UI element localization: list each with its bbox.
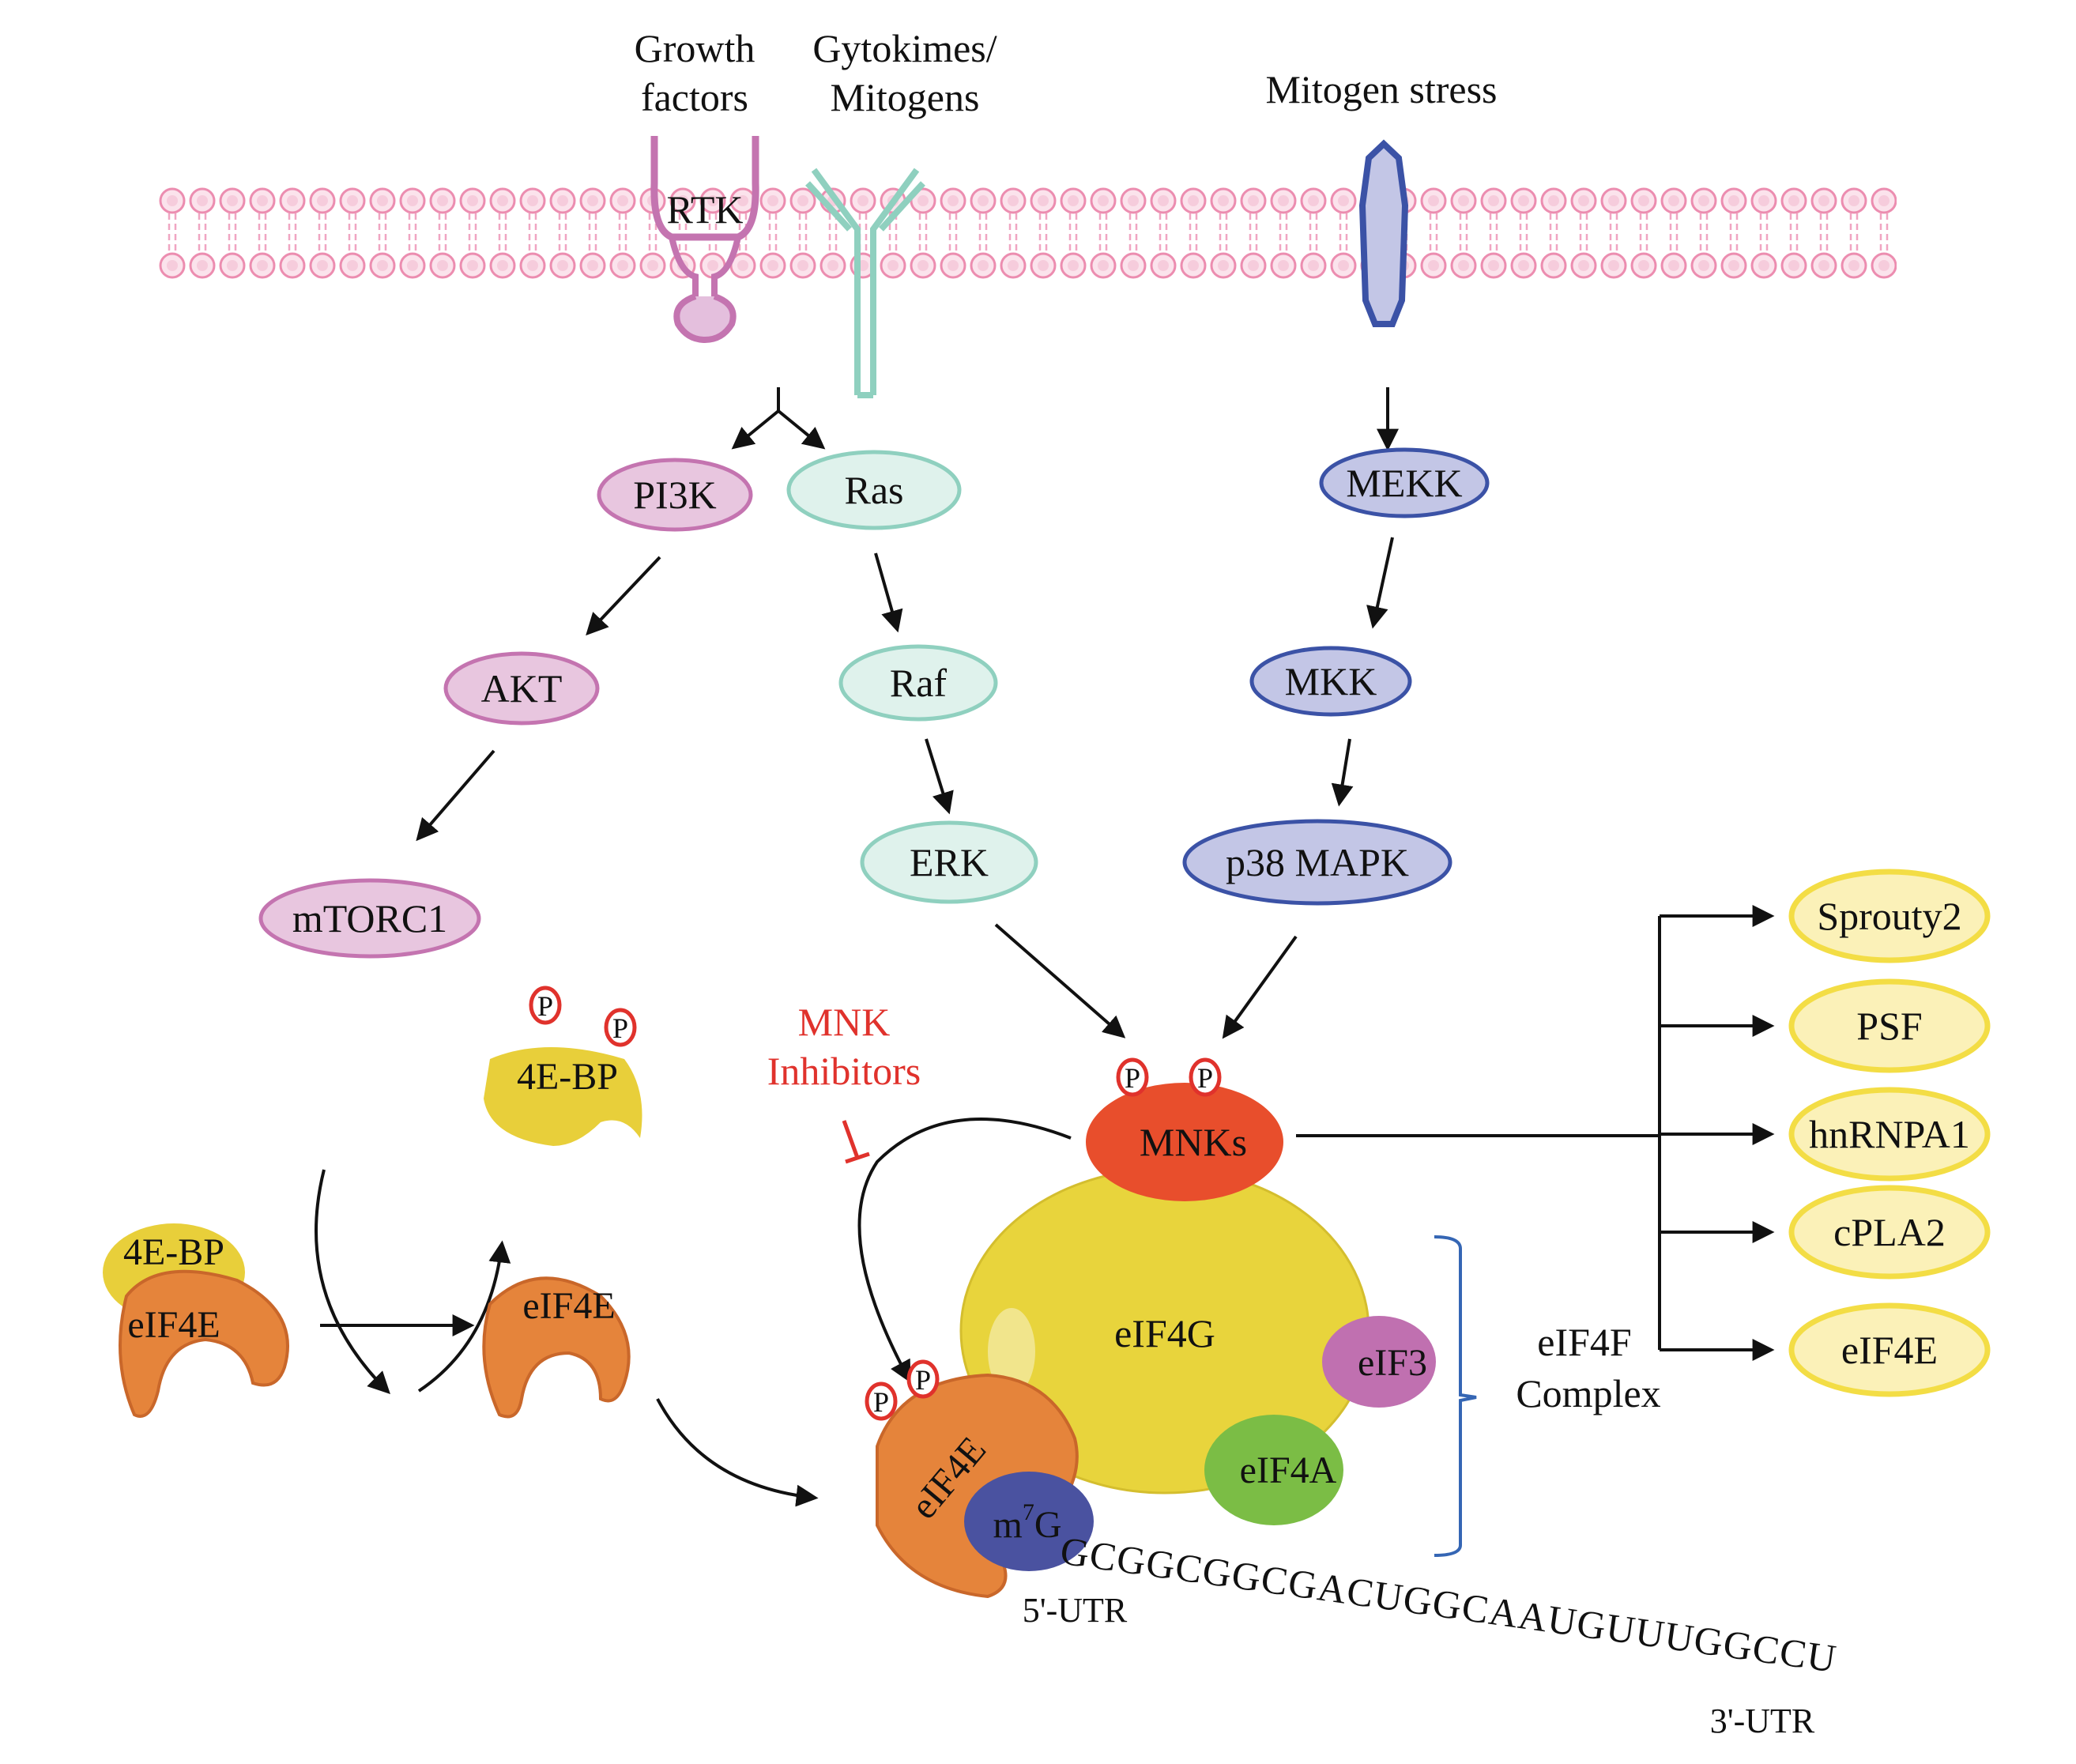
eif4g-label: eIF4G [1114,1311,1215,1355]
bound-4ebp-label: 4E-BP [123,1231,224,1273]
mtorc1-ellipse [258,878,481,959]
raf-node: Raf [838,644,998,722]
mekk-label: MEKK [1346,461,1462,505]
phospho-4ebp: 4E-BP [484,1047,642,1146]
utr3-label: 3'-UTR [1710,1702,1815,1740]
mtorc1-label: mTORC1 [292,896,447,940]
mitogen-stress-label: Mitogen stress [1265,67,1497,111]
akt-label: AKT [481,666,563,710]
target-node: PSF [1788,978,1991,1073]
ras-label: Ras [845,468,904,512]
phospho-marker: P [604,1008,637,1047]
free-eif4e-label: eIF4E [522,1285,615,1327]
eif3-protein [1322,1316,1436,1408]
phospho-label: P [1125,1062,1140,1094]
mnks-protein [1086,1083,1283,1201]
pi3k-ellipse [597,458,753,532]
growth-factors-label: Growth factors [635,26,755,119]
target-node: eIF4E [1788,1302,1991,1397]
pi3k-label: PI3K [633,473,717,517]
bracket-label-line2: Complex [1516,1371,1660,1415]
akt-ellipse [443,651,600,726]
eif4f-complex: eIF4G eIF3 eIF4A eIF4E m7G [876,1167,1436,1599]
inhibition-bar-icon [842,1120,870,1164]
mekk-ellipse [1319,447,1490,518]
pi3k-node: PI3K [597,458,753,532]
bracket-label-line1: eIF4F [1537,1320,1631,1364]
phospho-label: P [873,1386,889,1418]
phospho-marker: P [906,1359,940,1399]
growth-factors-line2: factors [641,75,748,119]
inhibitor-line1: MNK [798,1000,891,1044]
raf-ellipse [838,644,998,722]
bound-eif4e-label: eIF4E [127,1304,220,1346]
phospho-label: P [612,1012,628,1044]
mnk-inhibitors-label: MNK Inhibitors [767,1000,921,1093]
cytokines-label: Gytokimes/ Mitogens [812,26,997,119]
mekk-node: MEKK [1319,447,1490,518]
phospho-marker: P [865,1381,898,1421]
phospho-label: P [915,1364,931,1396]
mrna-sequence: GCGGCGGCGACUGGCAAUGUUUGGCCU [1057,1528,1838,1680]
mkk-ellipse [1249,646,1412,717]
erk-label: ERK [910,840,989,884]
ras-node: Ras [786,450,962,530]
phospho-label: P [537,990,553,1022]
pathway-arrows [315,387,1775,1507]
p38-ellipse [1182,819,1452,906]
inhibitor-line2: Inhibitors [767,1049,921,1093]
erk-ellipse [860,820,1038,904]
cell-membrane [157,187,1897,280]
eif4a-label: eIF4A [1240,1449,1337,1491]
p38-label: p38 MAPK [1226,840,1409,884]
mkk-label: MKK [1285,659,1377,703]
bound-4ebp-eif4e: 4E-BP eIF4E [103,1223,289,1418]
akt-node: AKT [443,651,600,726]
target-label: cPLA2 [1833,1210,1946,1254]
phospho-4ebp-label: 4E-BP [517,1056,618,1098]
rtk-label: RTK [667,187,744,232]
erk-node: ERK [860,820,1038,904]
target-node: cPLA2 [1788,1185,1991,1280]
growth-factors-line1: Growth [635,26,755,70]
rtk-receptor-icon [650,136,759,344]
free-eif4e: eIF4E [482,1276,631,1419]
target-label: eIF4E [1841,1328,1938,1372]
phospho-marker: P [1189,1057,1222,1097]
eif3-label: eIF3 [1358,1342,1427,1384]
target-node: hnRNPA1 [1788,1087,1991,1182]
cytokines-line2: Mitogens [831,75,980,119]
complex-bracket [1434,1235,1477,1557]
m7g-label: m7G [993,1499,1061,1546]
mnks-label: MNKs [1140,1120,1247,1164]
stress-receptor-icon [1358,139,1409,327]
target-label: Sprouty2 [1817,894,1961,938]
eif4a-protein [1204,1415,1343,1525]
raf-label: Raf [890,661,948,705]
utr5-label: 5'-UTR [1023,1591,1128,1630]
target-label: hnRNPA1 [1809,1112,1970,1156]
mkk-node: MKK [1249,646,1412,717]
phospho-marker: P [529,986,562,1025]
phospho-marker: P [1116,1057,1149,1097]
cytokines-line1: Gytokimes/ [812,26,997,70]
phospho-label: P [1197,1062,1213,1094]
ras-ellipse [786,450,962,530]
m7g-cap [964,1472,1094,1571]
mtorc1-node: mTORC1 [258,878,481,959]
p38-node: p38 MAPK [1182,819,1452,906]
target-node: Sprouty2 [1788,869,1991,963]
target-label: PSF [1856,1004,1922,1048]
cytokine-receptor-icon [805,168,925,398]
